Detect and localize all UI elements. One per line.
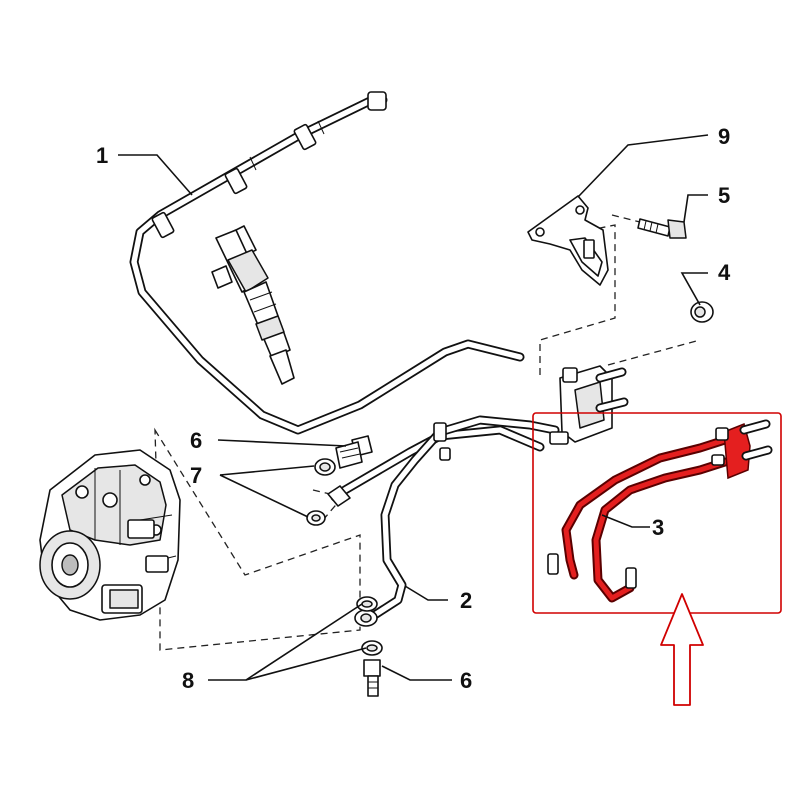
callout-9: 9	[718, 124, 730, 149]
sealing-washer-lower[interactable]	[306, 510, 326, 526]
up-arrow-outline	[660, 593, 704, 706]
nut[interactable]	[690, 301, 714, 323]
highlight-frame	[532, 412, 782, 614]
distribution-block[interactable]	[549, 365, 629, 445]
sealing-washer-upper[interactable]	[314, 458, 336, 476]
sealing-washer-8-upper[interactable]	[356, 596, 378, 612]
fuel-rail[interactable]	[129, 91, 525, 435]
callout-1: 1	[96, 143, 108, 168]
sealing-washer-8-lower[interactable]	[361, 640, 383, 656]
callout-6-upper: 6	[190, 428, 202, 453]
fuel-injector[interactable]	[211, 225, 295, 385]
banjo-bolt-lower[interactable]	[363, 659, 381, 697]
callout-2: 2	[460, 588, 472, 613]
callout-labels: 1 9 5 4 6 7 3 2 8 6	[96, 124, 731, 693]
banjo-bolt-upper[interactable]	[335, 435, 373, 469]
pipe-2[interactable]	[327, 415, 560, 627]
callout-5: 5	[718, 183, 730, 208]
leader-lines	[118, 134, 709, 681]
callout-4: 4	[718, 260, 731, 285]
bolt[interactable]	[637, 218, 687, 239]
pipe-assembly-3[interactable]	[547, 419, 773, 603]
bracket[interactable]	[527, 195, 609, 286]
callout-8: 8	[182, 668, 194, 693]
callout-7: 7	[190, 463, 202, 488]
callout-6-lower: 6	[460, 668, 472, 693]
high-pressure-pump[interactable]	[39, 449, 181, 621]
callout-3: 3	[652, 515, 664, 540]
